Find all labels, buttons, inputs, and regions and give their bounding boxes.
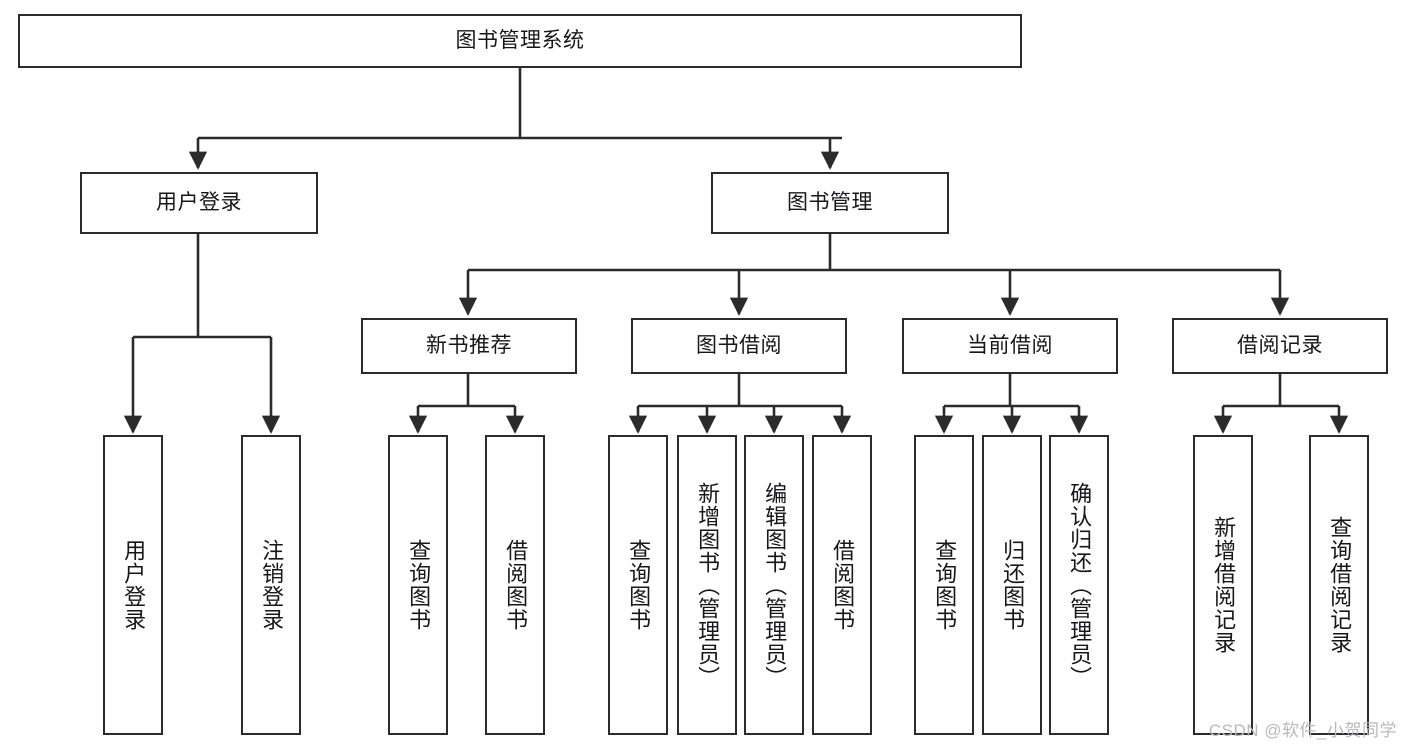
node-leaf-user-login-label: 用户登录: [121, 539, 147, 631]
node-leaf-query-record[interactable]: 查询借阅记录: [1309, 435, 1369, 735]
node-borrow-record[interactable]: 借阅记录: [1172, 318, 1388, 374]
node-leaf-add-book[interactable]: 新增图书（管理员）: [677, 435, 737, 735]
node-leaf-edit-book[interactable]: 编辑图书（管理员）: [744, 435, 804, 735]
node-leaf-add-book-label: 新增图书（管理员）: [695, 481, 721, 689]
node-book-management-label: 图书管理: [787, 191, 873, 215]
node-user-login[interactable]: 用户登录: [80, 172, 318, 234]
node-leaf-query-record-label: 查询借阅记录: [1327, 516, 1353, 654]
node-leaf-query-book-3-label: 查询图书: [932, 539, 958, 631]
node-new-book-recommend[interactable]: 新书推荐: [361, 318, 577, 374]
node-book-borrow[interactable]: 图书借阅: [631, 318, 847, 374]
node-leaf-borrow-book-2[interactable]: 借阅图书: [812, 435, 872, 735]
node-root[interactable]: 图书管理系统: [18, 14, 1022, 68]
node-book-management[interactable]: 图书管理: [711, 172, 949, 234]
node-leaf-logout-login-label: 注销登录: [259, 539, 285, 631]
node-leaf-query-book-3[interactable]: 查询图书: [914, 435, 974, 735]
node-leaf-query-book-1-label: 查询图书: [406, 539, 432, 631]
node-leaf-user-login[interactable]: 用户登录: [103, 435, 163, 735]
node-leaf-logout-login[interactable]: 注销登录: [241, 435, 301, 735]
node-leaf-add-record[interactable]: 新增借阅记录: [1193, 435, 1253, 735]
node-leaf-edit-book-label: 编辑图书（管理员）: [762, 481, 788, 689]
node-leaf-return-book-label: 归还图书: [1000, 539, 1026, 631]
node-leaf-borrow-book-1-label: 借阅图书: [503, 539, 529, 631]
node-user-login-label: 用户登录: [156, 191, 242, 215]
node-borrow-record-label: 借阅记录: [1237, 334, 1323, 358]
node-leaf-return-book[interactable]: 归还图书: [982, 435, 1042, 735]
node-leaf-add-record-label: 新增借阅记录: [1211, 516, 1237, 654]
node-leaf-query-book-2[interactable]: 查询图书: [608, 435, 668, 735]
node-book-borrow-label: 图书借阅: [696, 334, 782, 358]
node-root-label: 图书管理系统: [455, 29, 585, 53]
node-leaf-borrow-book-1[interactable]: 借阅图书: [485, 435, 545, 735]
node-leaf-query-book-2-label: 查询图书: [626, 539, 652, 631]
node-leaf-confirm-return-label: 确认归还（管理员）: [1067, 481, 1093, 689]
node-leaf-query-book-1[interactable]: 查询图书: [388, 435, 448, 735]
watermark-text: CSDN @软件_小贺同学: [1208, 721, 1397, 740]
node-current-borrow-label: 当前借阅: [967, 334, 1053, 358]
node-leaf-borrow-book-2-label: 借阅图书: [830, 539, 856, 631]
node-leaf-confirm-return[interactable]: 确认归还（管理员）: [1049, 435, 1109, 735]
node-new-book-recommend-label: 新书推荐: [426, 334, 512, 358]
node-current-borrow[interactable]: 当前借阅: [902, 318, 1118, 374]
